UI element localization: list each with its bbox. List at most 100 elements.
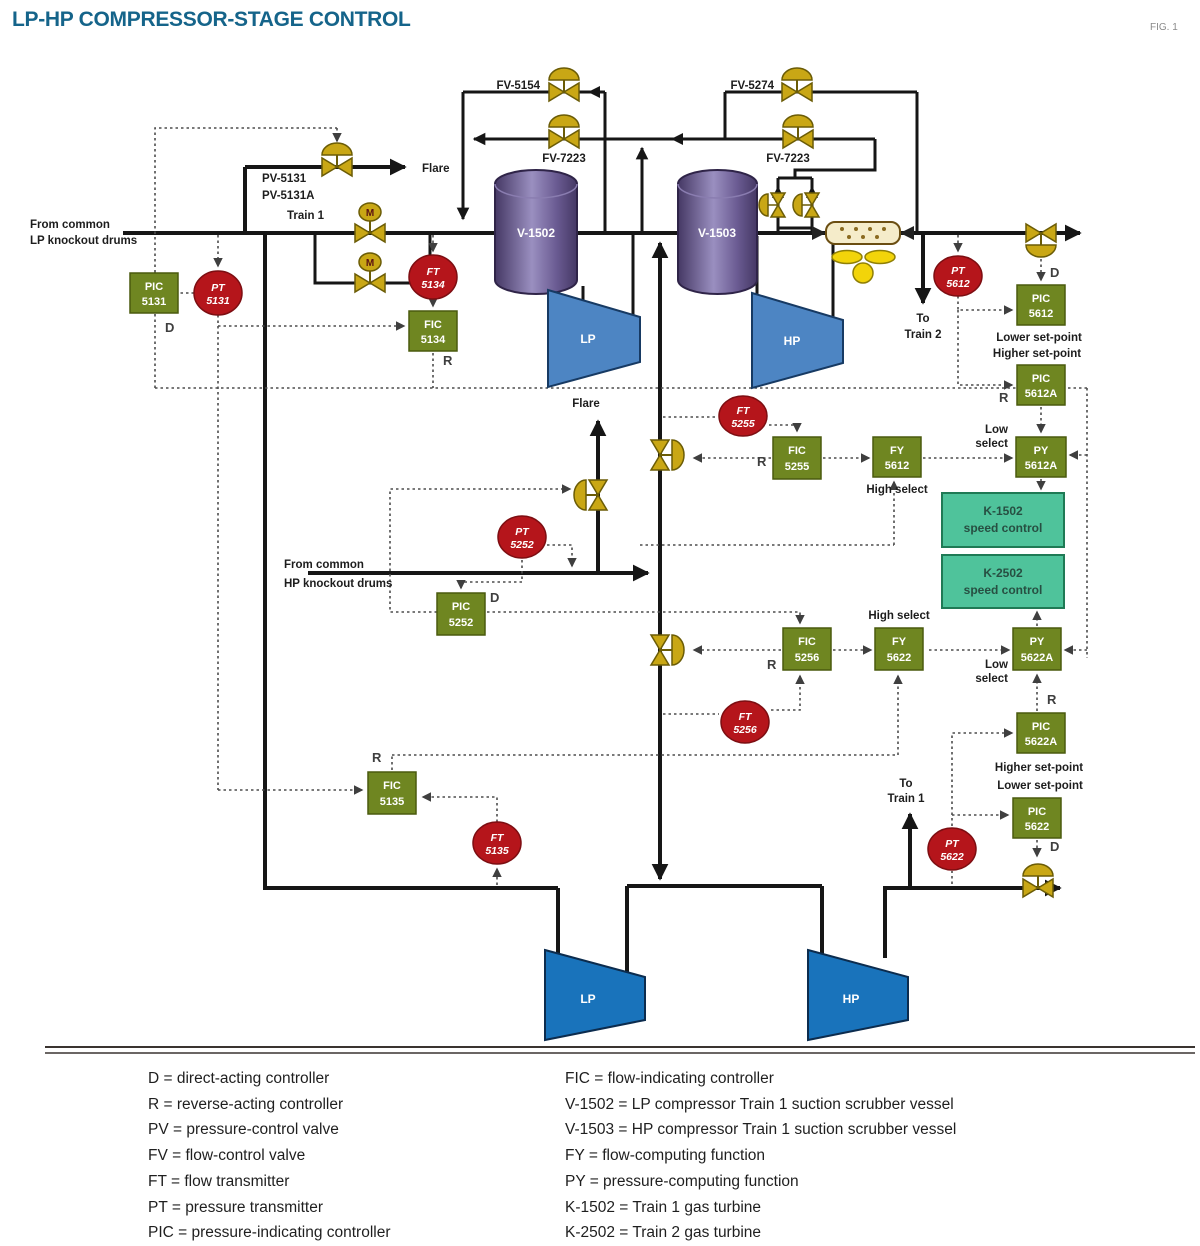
svg-text:5622A: 5622A [1025, 736, 1057, 748]
svg-text:FIC: FIC [424, 319, 442, 331]
controller-fic-5255: FIC 5255 [772, 436, 822, 480]
function-py-5622a: PY 5622A [1012, 627, 1062, 671]
from-hp-label: From common [284, 559, 364, 571]
fv5274-label: FV-5274 [731, 80, 775, 92]
svg-text:PIC: PIC [1028, 806, 1046, 818]
valve-fv5274 [781, 67, 813, 103]
svg-text:FT: FT [737, 405, 751, 417]
controller-pic-5131: PIC 5131 [129, 272, 179, 314]
k2502-speed-control: K-2502 speed control [941, 554, 1065, 609]
controller-pic-5612a: PIC 5612A [1016, 364, 1066, 406]
svg-text:FIC: FIC [798, 636, 816, 648]
pid-diagram: V-1502 V-1503 LP HP LP HP K-1502 spee [30, 67, 1195, 1054]
legend-item: PY = pressure-computing function [565, 1172, 799, 1190]
svg-text:FY: FY [890, 445, 905, 457]
svg-text:select: select [975, 438, 1008, 450]
svg-text:PIC: PIC [1032, 373, 1050, 385]
svg-text:5134: 5134 [421, 334, 446, 346]
controller-pic-5622: PIC 5622 [1012, 797, 1062, 839]
signal-lines [154, 127, 1088, 885]
svg-text:Train 1: Train 1 [887, 793, 925, 805]
page-title: LP-HP COMPRESSOR-STAGE CONTROL [12, 8, 411, 31]
action-letter-d-5622: D [1050, 839, 1059, 854]
hot-gas-bypass-valve-pair [758, 192, 821, 218]
transmitter-ft-5135: FT 5135 [472, 821, 522, 865]
function-fy-5612: FY 5612 [872, 436, 922, 478]
controller-pic-5622a: PIC 5622A [1016, 712, 1066, 754]
vessel-v1502: V-1502 [494, 169, 578, 295]
svg-text:5252: 5252 [510, 539, 534, 551]
svg-text:5612: 5612 [885, 460, 909, 472]
svg-text:5622: 5622 [1025, 821, 1049, 833]
svg-text:5252: 5252 [449, 617, 473, 629]
svg-text:5255: 5255 [785, 461, 809, 473]
svg-text:5612: 5612 [1029, 308, 1053, 320]
svg-text:FT: FT [491, 832, 505, 844]
svg-text:HP: HP [843, 992, 860, 1006]
action-letter-r-5612a: R [999, 390, 1009, 405]
discharge-valve-top-right [1025, 222, 1057, 258]
action-letter-r-5135: R [372, 750, 382, 765]
action-letter-r-5256: R [767, 657, 777, 672]
transmitter-ft-5255: FT 5255 [718, 395, 768, 437]
svg-text:FT: FT [739, 711, 753, 723]
legend-item: FT = flow transmitter [148, 1172, 290, 1190]
transmitter-pt-5622: PT 5622 [927, 827, 977, 871]
svg-text:FIC: FIC [383, 780, 401, 792]
svg-text:LP: LP [580, 992, 595, 1006]
legend-item: K-1502 = Train 1 gas turbine [565, 1198, 762, 1216]
legend-item: V-1503 = HP compressor Train 1 suction s… [565, 1121, 957, 1139]
svg-text:PT: PT [945, 838, 960, 850]
legend-left-column: D = direct-acting controller R = reverse… [148, 1066, 391, 1246]
svg-text:FT: FT [427, 266, 441, 278]
action-letter-r-5134: R [443, 353, 453, 368]
controller-pic-5252: PIC 5252 [436, 592, 486, 636]
svg-text:PT: PT [951, 265, 966, 277]
fan-blade-icon [864, 249, 896, 265]
higher-setpoint-bottom: Higher set-point [995, 762, 1083, 774]
aftercooler [812, 221, 914, 284]
svg-text:K-1502: K-1502 [983, 504, 1023, 518]
svg-text:5135: 5135 [485, 845, 509, 857]
svg-text:5134: 5134 [421, 279, 445, 291]
fv7223-right-label: FV-7223 [766, 153, 809, 165]
controller-fic-5256: FIC 5256 [782, 627, 832, 671]
transmitter-ft-5134: FT 5134 [408, 254, 458, 300]
legend-item: K-2502 = Train 2 gas turbine [565, 1224, 762, 1242]
svg-text:5612A: 5612A [1025, 460, 1057, 472]
svg-text:PY: PY [1030, 636, 1045, 648]
to-train2-label: To [916, 313, 929, 325]
transmitter-ft-5256: FT 5256 [720, 700, 770, 744]
legend-item: PT = pressure transmitter [148, 1198, 324, 1216]
to-train1-label: To [899, 778, 912, 790]
controller-fic-5134: FIC 5134 [408, 310, 458, 352]
low-select-bottom: Low [985, 659, 1008, 671]
legend-item: FY = flow-computing function [565, 1147, 766, 1165]
svg-text:5622: 5622 [940, 851, 964, 863]
svg-text:PT: PT [515, 526, 530, 538]
svg-text:PY: PY [1034, 445, 1049, 457]
transmitter-pt-5612: PT 5612 [933, 255, 983, 297]
transmitter-pt-5252: PT 5252 [497, 515, 547, 559]
motor-valve-bypass: M [354, 252, 386, 294]
svg-text:5256: 5256 [733, 724, 757, 736]
svg-text:HP knockout drums: HP knockout drums [284, 578, 392, 590]
controller-pic-5612: PIC 5612 [1016, 284, 1066, 326]
svg-text:speed control: speed control [964, 583, 1043, 597]
svg-text:5256: 5256 [795, 652, 819, 664]
svg-text:5612A: 5612A [1025, 388, 1057, 400]
svg-text:Train 2: Train 2 [904, 329, 941, 341]
from-lp-label: From common [30, 219, 110, 231]
flare-control-valve-mid [573, 479, 609, 511]
legend-item: FIC = flow-indicating controller [565, 1070, 774, 1087]
pv5131-label: PV-5131 [262, 173, 307, 185]
action-letter-d-5612: D [1050, 265, 1059, 280]
compressor-hp-bottom: HP [807, 948, 909, 1042]
svg-text:5131: 5131 [206, 295, 230, 307]
svg-text:HP: HP [784, 334, 801, 348]
higher-setpoint-top: Higher set-point [993, 348, 1081, 360]
action-letter-d-5252: D [490, 590, 499, 605]
svg-text:M: M [366, 258, 374, 269]
compressor-lp-top: LP [547, 288, 641, 389]
discharge-valve-bottom-right [1022, 863, 1054, 899]
